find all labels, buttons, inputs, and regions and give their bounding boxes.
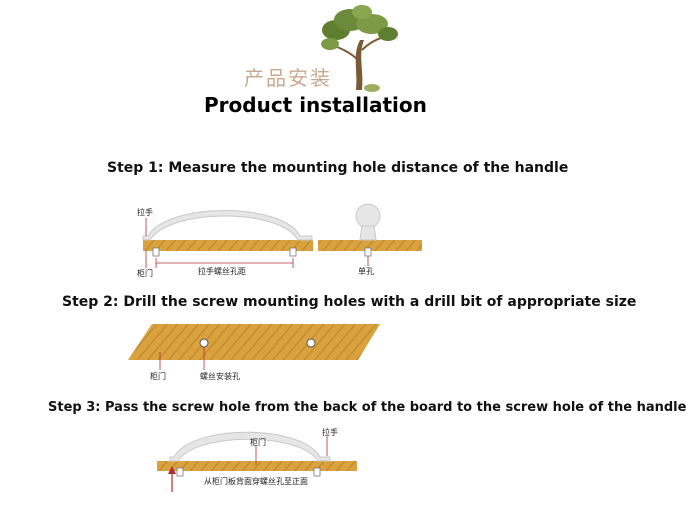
label-instruction: 从柜门板背面穿螺丝孔至正面 bbox=[204, 477, 308, 486]
tree-logo bbox=[321, 5, 398, 92]
step-3-diagram bbox=[157, 431, 357, 492]
door-board-slanted bbox=[128, 324, 380, 360]
label-screw-hole: 螺丝安装孔 bbox=[200, 372, 240, 381]
label-hole-distance: 拉手螺丝孔距 bbox=[198, 267, 246, 276]
door-board bbox=[157, 461, 357, 471]
step-1-text: Step 1: Measure the mounting hole distan… bbox=[107, 160, 569, 176]
handle-shape bbox=[169, 431, 331, 462]
knob-shape bbox=[355, 203, 381, 241]
page-title: Product installation bbox=[204, 93, 427, 117]
step-2-text: Step 2: Drill the screw mounting holes w… bbox=[62, 294, 637, 310]
label-door: 柜门 bbox=[150, 372, 166, 381]
screw-hole-right bbox=[306, 338, 316, 348]
door-board bbox=[143, 240, 313, 251]
title-chinese: 产品安装 bbox=[244, 66, 332, 90]
arrow-up-icon bbox=[168, 466, 176, 492]
label-handle: 拉手 bbox=[322, 428, 338, 437]
tree-icon bbox=[321, 5, 398, 92]
step-2-diagram bbox=[128, 324, 380, 370]
label-door: 柜门 bbox=[137, 269, 153, 278]
label-single-hole: 单孔 bbox=[358, 267, 374, 276]
step-1-diagram bbox=[142, 203, 422, 268]
label-handle: 拉手 bbox=[137, 208, 153, 217]
handle-shape bbox=[142, 210, 313, 241]
step-3-text: Step 3: Pass the screw hole from the bac… bbox=[48, 400, 686, 415]
label-door: 柜门 bbox=[250, 438, 266, 447]
door-board-single bbox=[318, 240, 422, 251]
